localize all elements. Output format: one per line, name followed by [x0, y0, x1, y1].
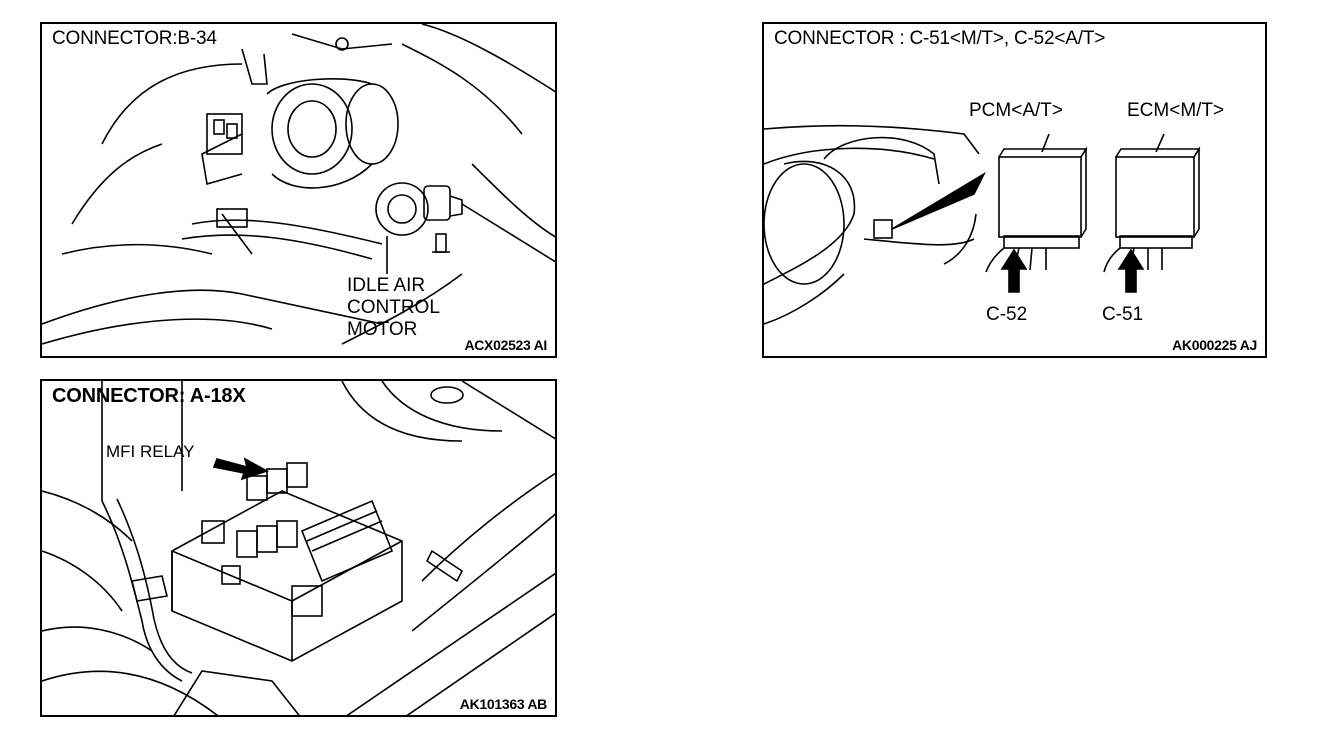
mfi-relay-label: MFI RELAY	[106, 442, 195, 461]
connector-title: CONNECTOR : C-51<M/T>, C-52<A/T>	[774, 28, 1106, 49]
figure-code: AK101363 AB	[459, 696, 548, 712]
figure-code: ACX02523 AI	[464, 337, 547, 353]
idle-air-control-motor-diagram: CONNECTOR:B-34 IDLE AIR CONTROL MOTOR AC…	[40, 22, 557, 358]
relay-box-illustration	[42, 381, 555, 715]
dashboard-illustration	[764, 124, 1201, 325]
ecm-pcm-connector-diagram: CONNECTOR : C-51<M/T>, C-52<A/T> PCM<A/T…	[762, 22, 1267, 358]
engine-bay-illustration	[42, 24, 555, 345]
c52-label: C-52	[986, 304, 1028, 325]
connector-title: CONNECTOR: A-18X	[52, 385, 246, 407]
component-label-line3: MOTOR	[347, 319, 418, 340]
connector-title: CONNECTOR:B-34	[52, 28, 217, 49]
pcm-label: PCM<A/T>	[969, 100, 1063, 121]
c51-label: C-51	[1102, 304, 1144, 325]
figure-code: AK000225 AJ	[1172, 337, 1257, 353]
mfi-relay-diagram: CONNECTOR: A-18X MFI RELAY AK101363 AB	[40, 379, 557, 717]
ecm-label: ECM<M/T>	[1127, 100, 1225, 121]
component-label-line1: IDLE AIR	[347, 275, 426, 296]
component-label-line2: CONTROL	[347, 297, 440, 318]
